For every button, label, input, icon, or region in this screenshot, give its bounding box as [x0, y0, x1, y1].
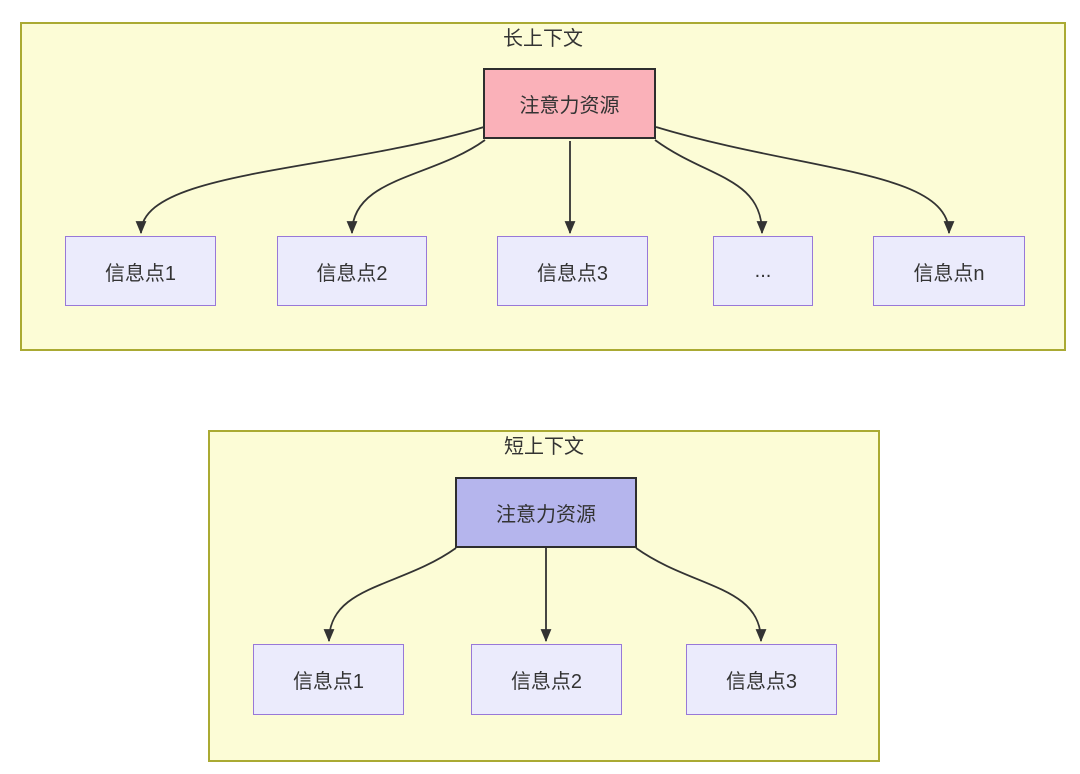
info-point-node-long-ellipsis: ... [713, 236, 813, 306]
long-context-panel-title: 长上下文 [503, 28, 583, 50]
info-point-node-long-3: 信息点3 [497, 236, 648, 306]
info-point-node-short-1: 信息点1 [253, 644, 404, 715]
info-point-node-long-1: 信息点1 [65, 236, 216, 306]
info-point-node-long-2: 信息点2 [277, 236, 427, 306]
info-point-node-long-n: 信息点n [873, 236, 1025, 306]
attention-resource-node-short: 注意力资源 [455, 477, 637, 548]
attention-resource-node-long: 注意力资源 [483, 68, 656, 139]
info-point-node-short-3: 信息点3 [686, 644, 837, 715]
info-point-node-short-2: 信息点2 [471, 644, 622, 715]
short-context-panel-title: 短上下文 [504, 436, 584, 458]
